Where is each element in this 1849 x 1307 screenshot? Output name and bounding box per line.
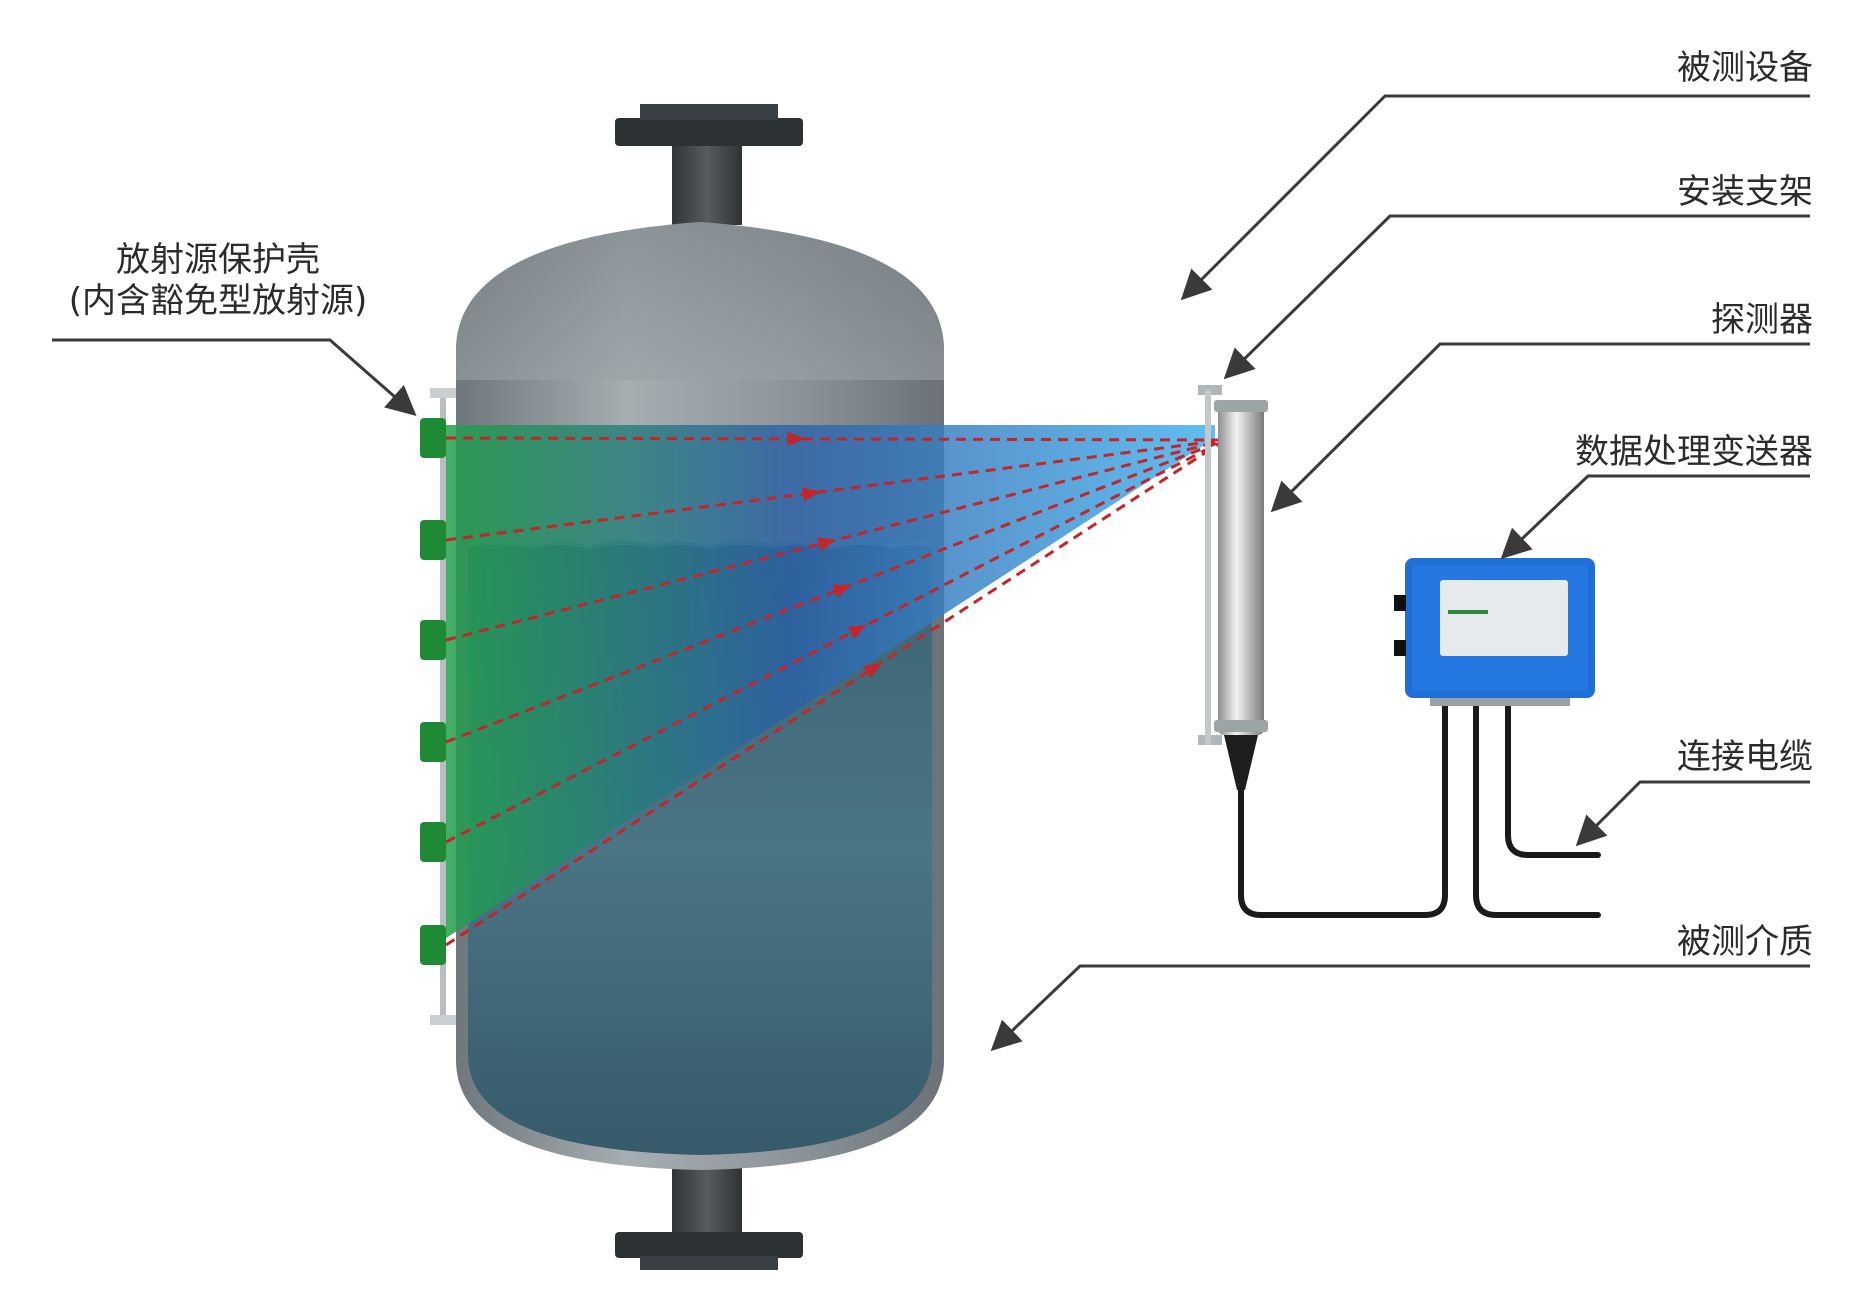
label-transmitter: 数据处理变送器 — [1575, 432, 1813, 472]
mounting-bracket — [1205, 390, 1211, 745]
radioactive-source-icon — [420, 520, 446, 560]
source-rack — [420, 388, 456, 1025]
ray-arrowhead — [847, 624, 867, 640]
leader-measured-medium — [990, 964, 1810, 1052]
label-source-housing: 放射源保护壳 (内含豁免型放射源) — [28, 240, 408, 322]
leader-lines — [52, 94, 1810, 1052]
ray-arrowhead — [787, 431, 806, 446]
detector-assembly — [1198, 385, 1268, 790]
connection-cables — [1238, 702, 1601, 918]
ray-arrowhead — [863, 662, 883, 679]
radioactive-source-icon — [420, 620, 446, 660]
radiation-rays — [445, 431, 1226, 947]
radiation-beam — [443, 425, 1215, 940]
ray-arrowhead — [817, 537, 837, 552]
top-nozzle — [615, 104, 803, 225]
label-connection-cable: 连接电缆 — [1677, 737, 1813, 777]
label-measured-equipment: 被测设备 — [1677, 48, 1813, 88]
ray-arrowhead — [832, 584, 852, 598]
leader-detector — [1270, 342, 1810, 513]
radiation-ray — [445, 438, 1226, 542]
ray-arrowhead — [802, 487, 822, 502]
radioactive-source-icon — [420, 822, 446, 862]
radioactive-source-icon — [420, 418, 446, 458]
detector-tube — [1218, 400, 1264, 735]
bottom-nozzle — [615, 1160, 803, 1270]
label-mounting-bracket: 安装支架 — [1677, 172, 1813, 212]
source-housing-line1: 放射源保护壳 — [116, 240, 320, 280]
radioactive-source-group — [420, 418, 446, 965]
leader-connection-cable — [1575, 780, 1810, 847]
radioactive-source-icon — [420, 925, 446, 965]
radiation-ray — [445, 436, 1226, 442]
leader-transmitter — [1500, 474, 1810, 560]
radiation-ray — [445, 438, 1226, 642]
radiation-ray — [445, 438, 1226, 947]
detector-cable-gland — [1224, 735, 1258, 790]
leader-source-housing — [52, 338, 417, 416]
label-detector: 探测器 — [1711, 300, 1813, 340]
radioactive-source-icon — [420, 722, 446, 762]
tank-dome — [456, 222, 944, 380]
leader-measured-equipment — [1180, 94, 1810, 301]
source-housing-line2: (内含豁免型放射源) — [68, 280, 368, 321]
transmitter-box-icon — [1394, 558, 1595, 706]
leader-mounting-bracket — [1223, 214, 1810, 380]
label-measured-medium: 被测介质 — [1677, 922, 1813, 962]
